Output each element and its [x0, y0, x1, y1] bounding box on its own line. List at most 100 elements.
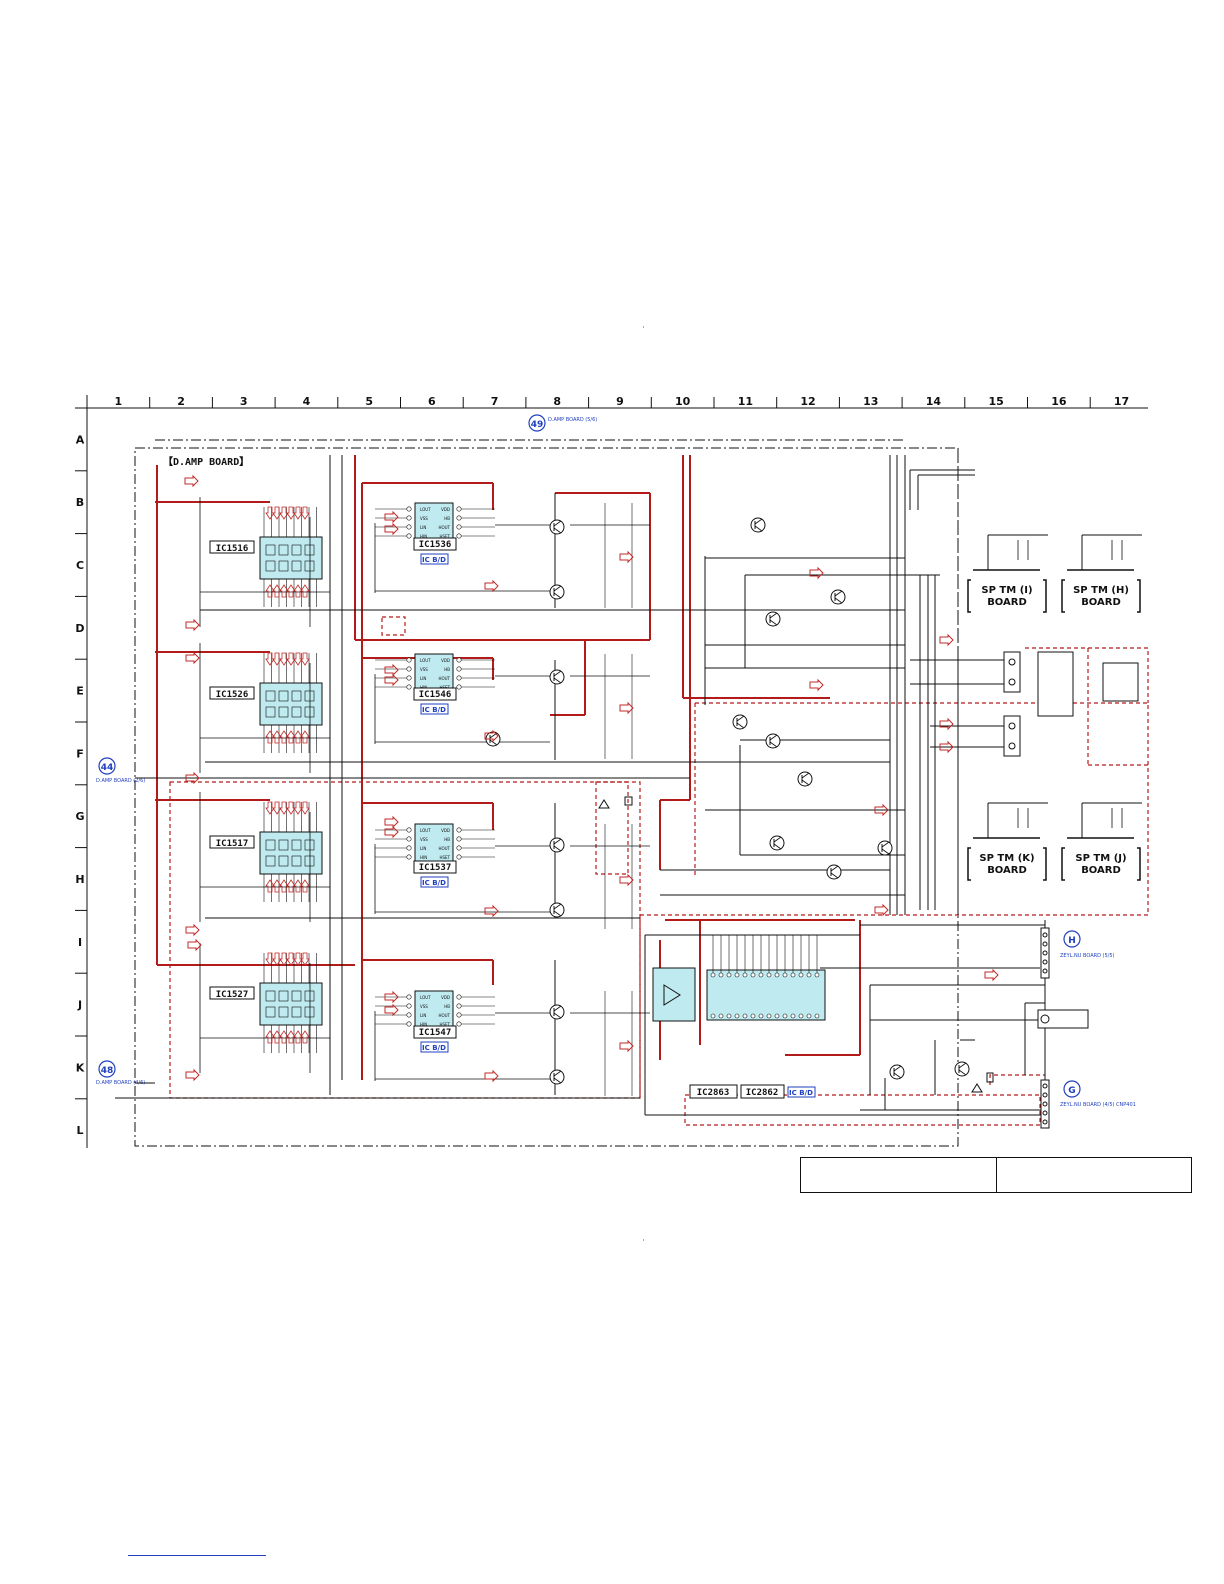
signal-arrow-icon [984, 968, 999, 982]
ic-pin [790, 972, 796, 978]
grid-column-label: 12 [800, 395, 815, 408]
signal-arrow-icon [265, 506, 275, 520]
transistor-icon [769, 835, 785, 851]
warning-icon [598, 799, 983, 1093]
grid-column-label: 11 [738, 395, 753, 408]
amp-pin-label: LIN [420, 846, 426, 851]
driver-ic-label: IC1516 [216, 544, 249, 554]
signal-arrow-icon [272, 730, 282, 744]
ic-pin [782, 1013, 788, 1019]
signal-arrow-icon [874, 803, 889, 817]
signal-arrow-icon [293, 1030, 303, 1044]
svg-text:ZEYL.NU BOARD (4/5) CNP401: ZEYL.NU BOARD (4/5) CNP401 [1060, 1102, 1136, 1108]
grid-column-label: 7 [491, 395, 499, 408]
ic-pin [758, 1013, 764, 1019]
speaker-terminal-board: SP TM (H)BOARD [1061, 534, 1142, 613]
signal-arrow-icon [279, 1030, 289, 1044]
ic2863-label-box: IC2863 [689, 1084, 738, 1099]
driver-ic: IC1516 [199, 497, 330, 627]
transistor-icon [765, 611, 781, 627]
signal-arrow-icon [300, 952, 310, 966]
footer-link-underline[interactable] [128, 1555, 266, 1556]
grid-row-label: I [78, 936, 82, 949]
board-suffix: BOARD [987, 597, 1027, 608]
signal-arrow-icon [279, 584, 289, 598]
amp-ic-label: IC1547 [419, 1028, 452, 1038]
signal-arrow-icon [293, 730, 303, 744]
ic2863-body [652, 967, 696, 1022]
svg-text:ZEYL.NU BOARD (5/5): ZEYL.NU BOARD (5/5) [1060, 953, 1115, 959]
connector-49: 49 D.AMP BOARD (5/6) [528, 414, 597, 432]
signal-arrow-icon [484, 904, 499, 918]
signal-arrow-icon [272, 1030, 282, 1044]
amp-pin-label: LIN [420, 1013, 426, 1018]
signal-arrow-icon [484, 729, 499, 743]
signal-arrow-icon [293, 801, 303, 815]
signal-arrow-icon [265, 952, 275, 966]
signal-arrow-icon [293, 952, 303, 966]
signal-arrow-icon [300, 506, 310, 520]
grid-row-label: C [76, 559, 84, 572]
driver-ic: IC1517 [199, 792, 330, 922]
ic-pin [726, 1013, 732, 1019]
notes-box [800, 1157, 1192, 1193]
svg-text:D.AMP BOARD (5/6): D.AMP BOARD (5/6) [548, 417, 597, 423]
amp-pin-label: LOUT [420, 828, 431, 833]
ic-bd-tag: IC B/D [422, 1044, 446, 1052]
speaker-terminal-board: SP TM (J)BOARD [1061, 802, 1142, 881]
svg-text:H: H [1068, 936, 1076, 946]
signal-arrow-icon [286, 1030, 296, 1044]
signal-arrow-icon [265, 652, 275, 666]
transistor-icon [549, 1004, 565, 1020]
signal-arrow-icon [484, 579, 499, 593]
amp-pin-label: HSET [439, 534, 450, 539]
ic-bd-tag: IC B/D [422, 556, 446, 564]
signal-arrow-icon [384, 825, 399, 839]
amp-pin-label: HB [444, 516, 450, 521]
grid-column-label: 6 [428, 395, 436, 408]
board-title: 【D.AMP BOARD】 [163, 455, 249, 468]
ic-pin [742, 1013, 748, 1019]
signal-arrow-icon [272, 506, 282, 520]
power-rails [155, 455, 861, 1080]
transistor-icon [549, 1069, 565, 1085]
driver-ic: IC1526 [199, 643, 330, 773]
signal-arrow-icon [279, 506, 289, 520]
driver-ic-label: IC1527 [216, 990, 249, 1000]
connector-44: 44 D.AMP BOARD (2/6) [96, 757, 145, 784]
amp-pin-label: HIN [420, 855, 427, 860]
grid-column-label: 15 [988, 395, 1003, 408]
amp-pin-label: LOUT [420, 995, 431, 1000]
amp-pin-label: HB [444, 1004, 450, 1009]
signal-arrow-icon [384, 990, 399, 1004]
amp-pin-label: VDD [441, 507, 450, 512]
amp-pin-label: VDD [441, 995, 450, 1000]
ic-pin [726, 972, 732, 978]
grid-row-label: K [76, 1061, 85, 1074]
ic-pin [742, 972, 748, 978]
signal-arrow-icon [293, 506, 303, 520]
amp-pin-label: HB [444, 837, 450, 842]
signal-arrow-icon [272, 801, 282, 815]
transistor-group [485, 517, 970, 1085]
amp-pin-label: HOUT [438, 525, 450, 530]
grid-column-label: 17 [1114, 395, 1129, 408]
signal-arrow-icon [300, 652, 310, 666]
ic-pin [766, 972, 772, 978]
grid-column-label: 10 [675, 395, 691, 408]
amp-pin-label: VSS [420, 516, 428, 521]
signal-arrow-icon [619, 1039, 634, 1053]
signal-arrow-icon [286, 730, 296, 744]
amp-ic-label: IC1536 [419, 540, 452, 550]
ic-pin [734, 1013, 740, 1019]
grid-row-label: F [76, 747, 84, 760]
signal-arrow-icon [184, 474, 199, 488]
signal-arrow-icon [384, 673, 399, 687]
transistor-icon [549, 584, 565, 600]
signal-arrow-icon [265, 801, 275, 815]
svg-text:48: 48 [101, 1066, 114, 1076]
transistor-icon [797, 771, 813, 787]
